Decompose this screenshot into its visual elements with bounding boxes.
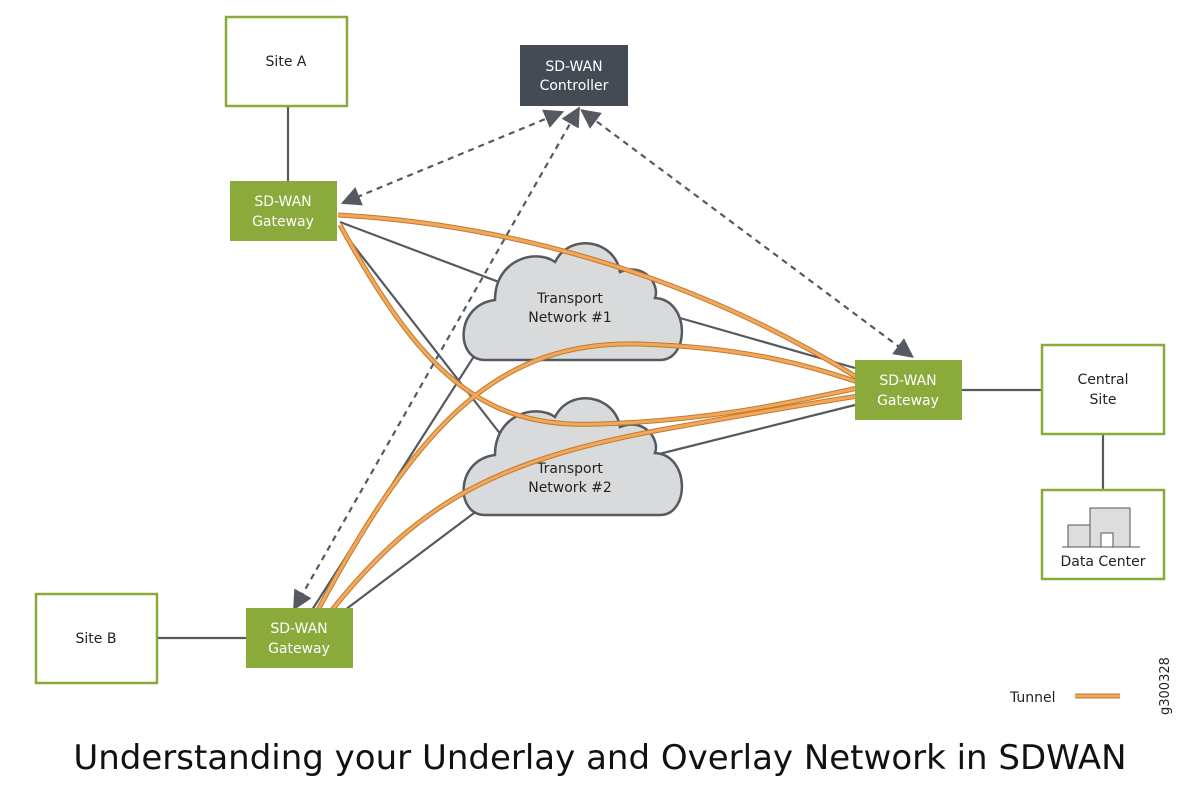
ctrl-link-gwb (293, 106, 580, 611)
site-a: Site A (224, 15, 349, 108)
site-a-label: Site A (266, 54, 307, 70)
transport-1-line1: Transport (536, 291, 603, 307)
transport-2-line2: Network #2 (528, 480, 612, 496)
gateway-b-line2: Gateway (268, 641, 330, 657)
central-site-line1: Central (1078, 372, 1129, 388)
data-center-label: Data Center (1061, 554, 1146, 570)
sdwan-gateway-b: SD-WAN Gateway (246, 608, 353, 668)
legend: Tunnel (1009, 690, 1120, 706)
controller-links (293, 106, 914, 611)
gateway-central-line1: SD-WAN (879, 373, 936, 389)
ctrl-link-gwa (340, 109, 565, 206)
central-site-line2: Site (1090, 392, 1117, 408)
controller-line2: Controller (540, 78, 609, 94)
transport-network-2: Transport Network #2 (462, 397, 684, 517)
sdwan-controller: SD-WAN Controller (520, 45, 628, 106)
caption: Understanding your Underlay and Overlay … (73, 738, 1127, 778)
sdwan-gateway-central: SD-WAN Gateway (855, 360, 962, 420)
site-b: Site B (34, 592, 159, 685)
central-site: Central Site (1040, 343, 1166, 436)
ctrl-link-gwc (580, 109, 914, 358)
transport-1-line2: Network #1 (528, 310, 612, 326)
gateway-a-line1: SD-WAN (254, 194, 311, 210)
gateway-central-line2: Gateway (877, 393, 939, 409)
controller-line1: SD-WAN (545, 59, 602, 75)
gateway-a-line2: Gateway (252, 214, 314, 230)
gateway-b-line1: SD-WAN (270, 621, 327, 637)
figure-id: g300328 (1158, 657, 1173, 715)
legend-tunnel-label: Tunnel (1009, 690, 1056, 706)
cloud-shape (462, 397, 684, 517)
site-b-label: Site B (76, 631, 117, 647)
transport-2-line1: Transport (536, 461, 603, 477)
sdwan-gateway-a: SD-WAN Gateway (230, 181, 337, 241)
building-icon (1062, 507, 1140, 548)
link-transport2-gwc (654, 403, 856, 457)
data-center: Data Center (1040, 488, 1166, 581)
